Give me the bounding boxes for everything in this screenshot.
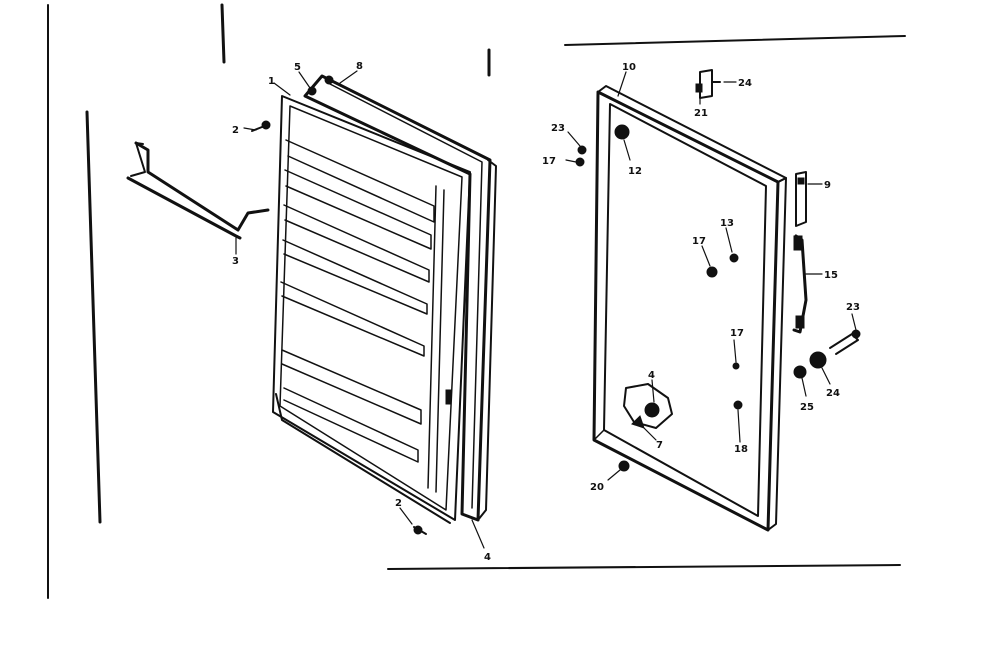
- right-callouts: 10 12 23 17 13 17 17 4 7 20 18 24 21 9 1…: [542, 62, 860, 493]
- screw-13: [729, 253, 739, 263]
- shelf-rod: [126, 141, 270, 240]
- callout-18: 18: [734, 444, 748, 455]
- callout-24-top: 24: [738, 78, 752, 89]
- callout-17-low: 17: [730, 328, 744, 339]
- screw-20: [618, 460, 630, 472]
- nameplate: [623, 383, 673, 429]
- latch: [795, 171, 807, 227]
- callout-5: 5: [294, 62, 301, 73]
- callout-10: 10: [622, 62, 636, 73]
- screw-23-top: [577, 145, 587, 155]
- callout-23-right: 23: [846, 302, 860, 313]
- callout-3: 3: [232, 256, 239, 267]
- left-screws: [251, 75, 427, 535]
- clip-5: [307, 86, 317, 96]
- clip-8: [324, 75, 334, 85]
- callout-20: 20: [590, 482, 604, 493]
- outer-door-panel: [592, 85, 787, 532]
- callout-13: 13: [720, 218, 734, 229]
- lock-cylinder: [809, 351, 827, 369]
- callout-24-right: 24: [826, 388, 840, 399]
- left-leaders: [235, 70, 485, 549]
- left-callouts: 1 5 8 2 3 2 4: [232, 61, 491, 563]
- callout-7: 7: [656, 440, 663, 451]
- callout-21: 21: [694, 108, 708, 119]
- callout-8: 8: [356, 61, 363, 72]
- lock-washer: [793, 365, 807, 379]
- plug-12: [614, 124, 630, 140]
- callout-12: 12: [628, 166, 642, 177]
- screw-17-low: [732, 362, 740, 370]
- callout-25: 25: [800, 402, 814, 413]
- callout-23-top: 23: [551, 123, 565, 134]
- callout-17-mid: 17: [692, 236, 706, 247]
- door-gasket: [303, 74, 497, 522]
- callout-2-top: 2: [232, 125, 239, 136]
- callout-2-bottom: 2: [395, 498, 402, 509]
- frame-lines: [47, 3, 906, 599]
- right-hardware: [575, 69, 861, 472]
- screw-17-top: [575, 157, 585, 167]
- callout-4-right: 4: [648, 370, 655, 381]
- screw-17-mid: [706, 266, 718, 278]
- callout-9: 9: [824, 180, 831, 191]
- callout-4: 4: [484, 552, 491, 563]
- door-liner: [272, 95, 471, 524]
- callout-17-top: 17: [542, 156, 556, 167]
- callout-1: 1: [268, 76, 275, 87]
- right-leaders: [565, 71, 857, 481]
- screw-2-top: [261, 120, 271, 130]
- callout-15: 15: [824, 270, 838, 281]
- screw-18: [733, 400, 743, 410]
